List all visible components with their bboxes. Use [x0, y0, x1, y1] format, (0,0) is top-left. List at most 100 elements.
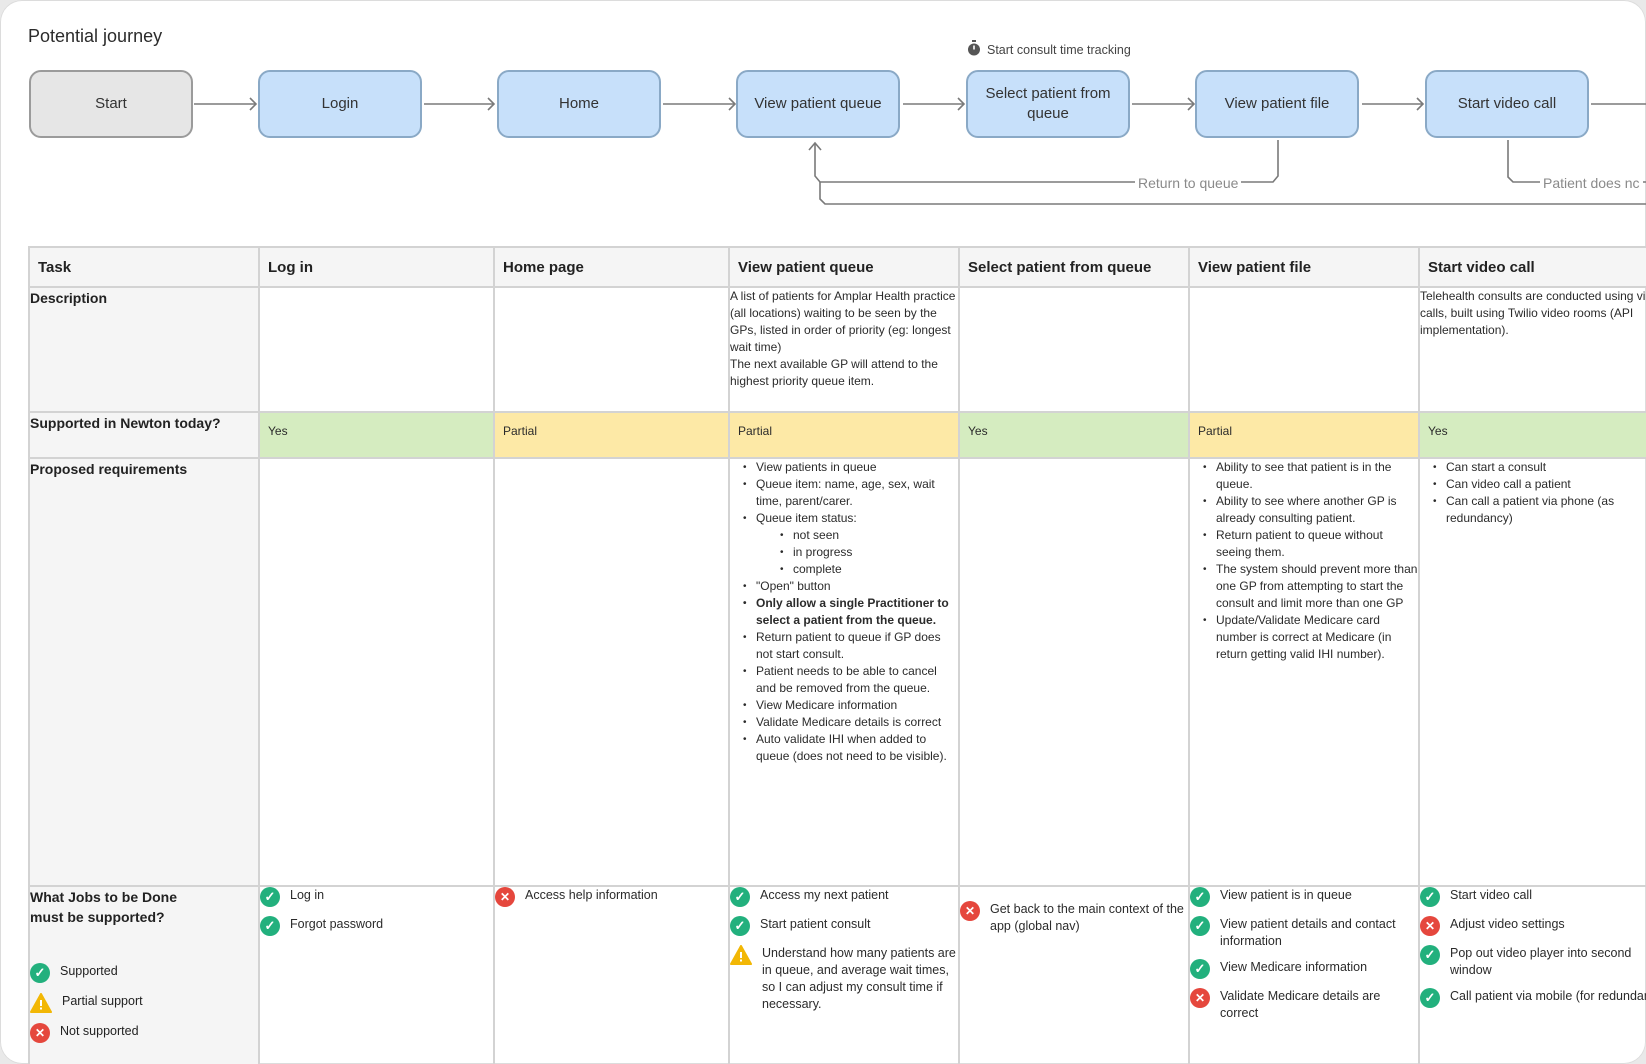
check-circle-icon: ✓ — [730, 916, 750, 936]
header-task: Task — [28, 246, 260, 288]
job-item: ✓ View patient is in queue — [1190, 887, 1418, 907]
job-text: View patient details and contact informa… — [1220, 917, 1396, 948]
job-item: ✓ Forgot password — [260, 916, 493, 936]
job-text: Access my next patient — [760, 888, 889, 902]
row-label-requirements: Proposed requirements — [28, 457, 260, 887]
description-cell — [1188, 286, 1420, 413]
requirement-item: Can start a consult — [1433, 459, 1646, 476]
requirement-item: Can video call a patient — [1433, 476, 1646, 493]
table-header-row: Task Log in Home page View patient queue… — [28, 246, 1646, 288]
job-item: ✓ View Medicare information — [1190, 959, 1418, 979]
requirements-cell-video: Can start a consultCan video call a pati… — [1418, 457, 1646, 887]
job-text: Log in — [290, 888, 325, 902]
flow-node-login[interactable]: Login — [258, 70, 422, 138]
header-log-in: Log in — [258, 246, 495, 288]
job-item: ✕Not supported — [30, 1023, 258, 1043]
job-text: Pop out video player into second window — [1450, 946, 1632, 977]
requirement-item: Queue item: name, age, sex, wait time, p… — [743, 476, 958, 510]
tracking-label: Start consult time tracking — [987, 42, 1131, 57]
job-text: View patient is in queue — [1220, 888, 1352, 902]
flow-node-start-video-call[interactable]: Start video call — [1425, 70, 1589, 138]
job-text: Supported — [60, 964, 118, 978]
check-circle-icon: ✓ — [30, 963, 50, 983]
check-circle-icon: ✓ — [260, 887, 280, 907]
requirement-item: Auto validate IHI when added to queue (d… — [743, 731, 958, 765]
flow-node-home[interactable]: Home — [497, 70, 661, 138]
requirement-subitem: not seen — [756, 527, 958, 544]
requirement-item: View Medicare information — [743, 697, 958, 714]
job-item: ✓ Supported — [30, 963, 258, 983]
check-circle-icon: ✓ — [1190, 916, 1210, 936]
requirement-item: Return patient to queue without seeing t… — [1203, 527, 1418, 561]
requirement-item: Only allow a single Practitioner to sele… — [743, 595, 958, 629]
check-circle-icon: ✓ — [260, 916, 280, 936]
requirements-list: Ability to see that patient is in the qu… — [1190, 459, 1418, 663]
requirement-item: Return patient to queue if GP does not s… — [743, 629, 958, 663]
requirement-item: Queue item status: — [743, 510, 958, 527]
job-item: ✓ Log in — [260, 887, 493, 907]
description-cell — [258, 286, 495, 413]
job-text: View Medicare information — [1220, 960, 1368, 974]
job-item: ✓ View patient details and contact inform… — [1190, 916, 1418, 950]
requirement-subitem: complete — [756, 561, 958, 578]
requirements-row: Proposed requirements View patients in q… — [28, 457, 1646, 887]
check-circle-icon: ✓ — [1420, 988, 1440, 1008]
job-item: ✓ Call patient via mobile (for redundancy… — [1420, 988, 1646, 1008]
x-circle-icon: ✕ — [1420, 916, 1440, 936]
job-item: Understand how many patients are in queu… — [730, 945, 958, 1013]
stopwatch-icon — [967, 40, 981, 59]
jobs-cell-select: ✕ Get back to the main context of the app… — [958, 885, 1190, 1064]
flow-connectors — [194, 97, 1646, 205]
jobs-cell-home: ✕Access help information — [493, 885, 730, 1064]
job-text: Call patient via mobile (for redundancy) — [1450, 989, 1646, 1003]
requirement-item: Patient needs to be able to cancel and b… — [743, 663, 958, 697]
job-text: Get back to the main context of the app … — [990, 902, 1184, 933]
supported-status: Partial — [1188, 411, 1420, 459]
requirement-item: Validate Medicare details is correct — [743, 714, 958, 731]
requirements-cell-home — [493, 457, 730, 887]
requirements-cell-queue: View patients in queueQueue item: name, … — [728, 457, 960, 887]
row-label-supported: Supported in Newton today? — [28, 411, 260, 459]
requirement-item: The system should prevent more than one … — [1203, 561, 1418, 612]
requirements-cell-login — [258, 457, 495, 887]
requirements-cell-file: Ability to see that patient is in the qu… — [1188, 457, 1420, 887]
job-item: ✕ Adjust video settings — [1420, 916, 1646, 936]
check-circle-icon: ✓ — [730, 887, 750, 907]
requirement-item: Ability to see that patient is in the qu… — [1203, 459, 1418, 493]
job-text: Access help information — [525, 888, 658, 902]
job-item: ✓ Access my next patient — [730, 887, 958, 907]
description-cell: A list of patients for Amplar Health pra… — [728, 286, 960, 413]
flow-node-view-patient-file[interactable]: View patient file — [1195, 70, 1359, 138]
jobs-cell-queue: ✓Access my next patient✓Start patient co… — [728, 885, 960, 1064]
description-cell — [958, 286, 1190, 413]
requirement-item: Ability to see where another GP is alrea… — [1203, 493, 1418, 527]
requirement-subitem: in progress — [756, 544, 958, 561]
jobs-row-title: What Jobs to be Done must be supported? — [30, 889, 177, 925]
check-circle-icon: ✓ — [1420, 945, 1440, 965]
header-view-patient-queue: View patient queue — [728, 246, 960, 288]
check-circle-icon: ✓ — [1190, 959, 1210, 979]
supported-status: Yes — [958, 411, 1190, 459]
flow-node-view-patient-queue[interactable]: View patient queue — [736, 70, 900, 138]
x-circle-icon: ✕ — [30, 1023, 50, 1043]
jobs-cell-video: ✓Start video call✕Adjust video settings✓… — [1418, 885, 1646, 1064]
description-cell — [493, 286, 730, 413]
job-text: Adjust video settings — [1450, 917, 1565, 931]
requirement-item: Can call a patient via phone (as redunda… — [1433, 493, 1646, 527]
supported-status: Yes — [1418, 411, 1646, 459]
header-select-patient: Select patient from queue — [958, 246, 1190, 288]
requirement-item: Update/Validate Medicare card number is … — [1203, 612, 1418, 663]
row-label-description: Description — [28, 286, 260, 413]
jobs-cell-login: ✓ Log in ✓ Forgot password — [258, 885, 495, 1064]
job-item: ✓ Pop out video player into second window — [1420, 945, 1646, 979]
x-circle-icon: ✕ — [960, 901, 980, 921]
header-home-page: Home page — [493, 246, 730, 288]
check-circle-icon: ✓ — [1190, 887, 1210, 907]
warning-triangle-icon — [30, 993, 52, 1013]
flow-node-select-patient[interactable]: Select patient from queue — [966, 70, 1130, 138]
requirement-item: View patients in queue — [743, 459, 958, 476]
job-text: Forgot password — [290, 917, 384, 931]
flow-node-start[interactable]: Start — [29, 70, 193, 138]
job-text: Understand how many patients are in queu… — [762, 946, 956, 1011]
